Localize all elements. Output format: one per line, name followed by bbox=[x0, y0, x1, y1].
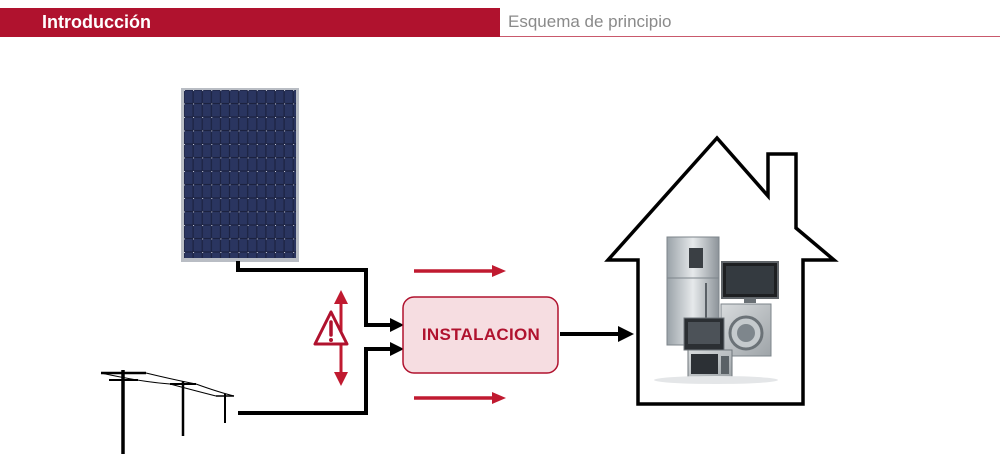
appliances-icon bbox=[654, 237, 778, 384]
solar-panel-icon bbox=[181, 88, 299, 262]
installation-label: INSTALACION bbox=[404, 297, 558, 373]
power-line-icon bbox=[101, 370, 234, 454]
energy-flow-arrow-top bbox=[414, 265, 506, 277]
energy-flow-arrow-bottom bbox=[414, 392, 506, 404]
